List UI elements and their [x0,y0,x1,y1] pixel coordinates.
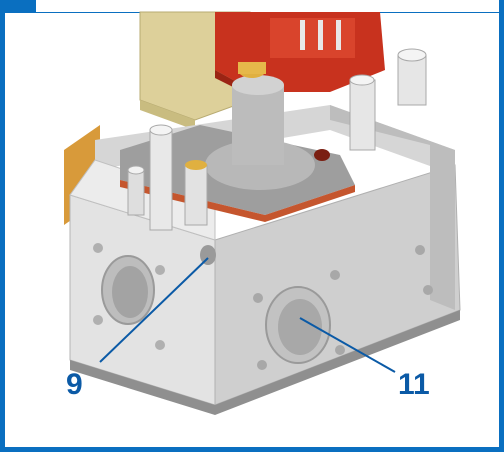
callout-9-leader [99,257,209,363]
frame-corner-tab [0,0,36,12]
frame-left-border [0,0,5,452]
test-nipples [127,48,427,231]
ports [93,243,433,370]
gasket [120,180,355,222]
frame-bottom-border [0,447,504,452]
callout-9-label: 9 [66,368,83,401]
callout-11-label: 11 [398,368,430,401]
callout-11-leader [299,317,396,373]
frame-right-border [499,0,504,452]
pressure-regulator [120,62,355,222]
